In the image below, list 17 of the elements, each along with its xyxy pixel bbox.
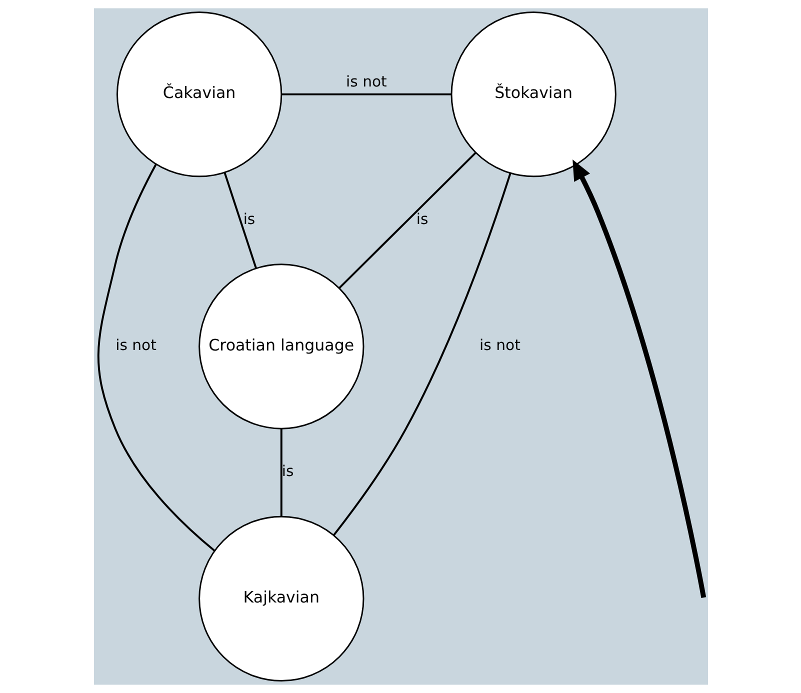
connector <box>223 172 256 269</box>
edge-label: is not <box>346 73 386 90</box>
edge-label: is <box>281 463 294 480</box>
connector <box>281 93 451 96</box>
edge-label: is <box>242 210 255 228</box>
connector <box>97 164 215 552</box>
node-circle: Croatian language <box>198 264 364 430</box>
node-circle: Čakavian <box>116 11 282 178</box>
node-circle: Kajkavian <box>198 516 364 682</box>
edge-label: is not <box>115 336 156 354</box>
connector <box>338 152 476 289</box>
edge-label: is <box>416 210 428 228</box>
connector <box>332 173 511 536</box>
connector <box>280 428 282 516</box>
edge-label: is not <box>479 336 520 354</box>
arrow <box>572 160 706 598</box>
node-circle: Štokavian <box>450 11 616 178</box>
